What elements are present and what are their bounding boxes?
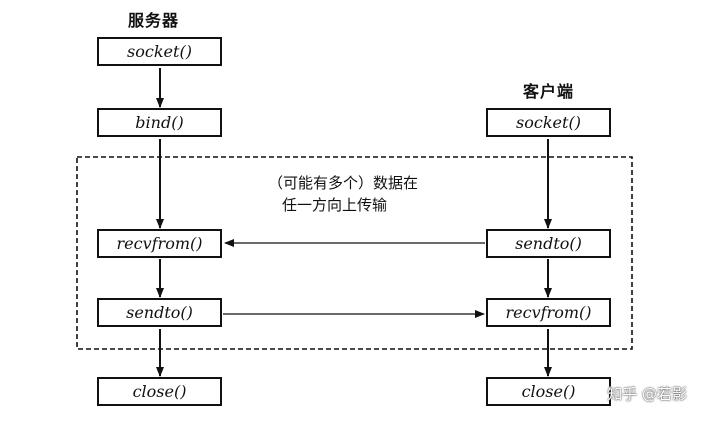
client-heading: 客户端 bbox=[523, 82, 575, 101]
server-sendto-box: sendto() bbox=[97, 298, 222, 327]
client-socket-box: socket() bbox=[486, 108, 611, 137]
loop-note-line-1: （可能有多个）数据在 bbox=[268, 174, 419, 192]
client-close-box: close() bbox=[486, 377, 611, 406]
loop-region-border bbox=[76, 156, 633, 350]
server-heading: 服务器 bbox=[128, 11, 180, 30]
client-recvfrom-box: recvfrom() bbox=[486, 298, 611, 327]
server-close-box: close() bbox=[97, 377, 222, 406]
server-recvfrom-box: recvfrom() bbox=[97, 229, 222, 258]
server-bind-box: bind() bbox=[97, 108, 222, 137]
loop-note-line-2: 任一方向上传输 bbox=[282, 196, 388, 214]
loop-note: （可能有多个）数据在 任一方向上传输 bbox=[268, 172, 418, 216]
client-sendto-box: sendto() bbox=[486, 229, 611, 258]
server-socket-box: socket() bbox=[97, 37, 222, 66]
watermark-text: 知乎 @若影 bbox=[607, 385, 687, 403]
